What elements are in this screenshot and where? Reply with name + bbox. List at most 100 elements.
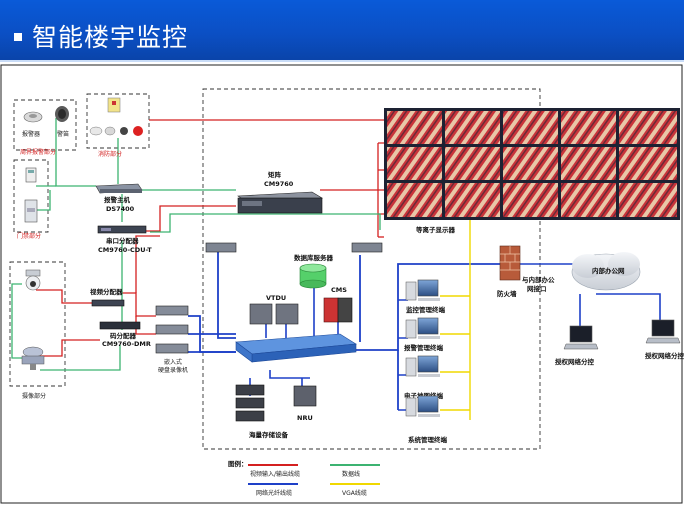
- alarm-section-label: 周界报警部分: [20, 148, 56, 156]
- video-splitter-device: [91, 299, 125, 307]
- ptz-camera-icon: [21, 346, 45, 370]
- title-rule: [0, 60, 684, 62]
- system-terminal-label: 系统管理终端: [408, 435, 448, 444]
- embedded-dvr-label-1: 嵌入式: [164, 358, 182, 366]
- serial-splitter-device: [97, 225, 147, 234]
- legend-item-data: 数据线: [342, 470, 360, 478]
- network-cable: [398, 299, 408, 411]
- alarm-terminal-label: 报警管理终端: [404, 343, 444, 352]
- cloud-icon: [571, 252, 641, 291]
- fire-section-label: 消防部分: [98, 150, 122, 158]
- legend-item-video: 视频输入/输出线缆: [250, 470, 300, 478]
- data-cable: [40, 345, 121, 371]
- storage-array: [235, 384, 265, 422]
- video-cable: [378, 142, 384, 215]
- siren-label: 警笛: [57, 130, 69, 138]
- decoder-device: [205, 242, 237, 253]
- dome-camera-icon: [25, 269, 41, 291]
- nru-label: NRU: [297, 414, 313, 422]
- data-cable: [11, 283, 22, 359]
- video-cable: [135, 235, 160, 293]
- legend-item-vga: VGA线缆: [342, 489, 367, 497]
- db-server-label: 数据库服务器: [294, 253, 334, 262]
- laptop-icon: [645, 319, 681, 344]
- group-boxes: [9, 88, 541, 450]
- legend: 图例： 视频输入/输出线缆 数据线 网络光纤线缆 VGA线缆: [228, 459, 380, 497]
- smoke-detector-icon: [89, 126, 116, 136]
- video-splitter-label: 视频分配器: [90, 287, 123, 296]
- office-link-label-1: 与内部办公: [522, 275, 555, 284]
- firewall-icon: [499, 245, 521, 281]
- internal-net-label: 内部办公网: [592, 266, 625, 275]
- matrix-device: [237, 191, 323, 214]
- video-cable: [142, 205, 236, 232]
- system-diagram: 报警器 警笛 周界报警部分 消防部分 门禁部分 报警主机 DS7400 串口分配…: [0, 64, 684, 504]
- alarm-detector-icon: [23, 111, 43, 123]
- legend-title: 图例：: [228, 459, 248, 468]
- video-cable: [36, 339, 100, 357]
- alarm-host-label: 报警主机: [104, 195, 131, 204]
- video-cable: [122, 292, 156, 317]
- serial-splitter-label: 串口分配器: [106, 236, 139, 245]
- code-splitter-model: CM9760-DMR: [102, 340, 151, 348]
- office-link-label-2: 网接口: [527, 284, 547, 293]
- storage-label: 海量存储设备: [249, 430, 289, 439]
- alarm-group-box: [13, 99, 77, 151]
- workstation-icon: [405, 355, 440, 377]
- cable-network: [11, 110, 661, 420]
- map-terminal-label: 电子地图终端: [404, 391, 444, 400]
- firewall-label: 防火墙: [497, 289, 517, 298]
- fire-panel-icon: [107, 97, 121, 113]
- door-lock-icon: [24, 199, 38, 223]
- outer-frame: [0, 64, 683, 504]
- display-wall-label: 等离子显示器: [415, 225, 456, 234]
- alarm-host-device: [95, 183, 143, 194]
- laptop-icon: [563, 325, 599, 350]
- display-wall: [384, 108, 680, 220]
- network-cable: [217, 252, 236, 339]
- core-group-box: [202, 88, 541, 450]
- cms-server: [323, 297, 353, 323]
- network-switch: [235, 333, 357, 363]
- title-banner: 智能楼宇监控: [0, 0, 684, 62]
- network-cable: [348, 263, 500, 351]
- code-splitter-label: 码分配器: [110, 331, 137, 340]
- data-cable: [55, 118, 96, 187]
- database-icon: [299, 263, 327, 289]
- fire-alarm-bell-icon: [120, 126, 143, 136]
- page-title: 智能楼宇监控: [32, 23, 189, 52]
- data-cable: [150, 213, 381, 233]
- video-cable: [36, 289, 92, 304]
- embedded-dvr-label-2: 硬盘录像机: [158, 366, 188, 374]
- network-cable: [520, 263, 661, 330]
- siren-icon: [55, 106, 69, 122]
- vga-cable: [440, 212, 471, 420]
- camera-section-label: 摄像部分: [22, 392, 46, 400]
- camera-group-box: [9, 261, 66, 387]
- workstation-icon: [405, 279, 440, 301]
- matrix-label: 矩阵: [267, 170, 282, 179]
- card-reader-icon: [25, 167, 37, 183]
- access-group-box: [13, 159, 49, 233]
- monitor-terminal-label: 监控管理终端: [406, 305, 446, 314]
- embedded-dvr-stack: [155, 305, 189, 354]
- code-splitter-device: [99, 321, 141, 330]
- auth-client-label-1: 授权网络分控: [555, 357, 595, 366]
- vtdu-server: [249, 303, 299, 325]
- matrix-model: CM9760: [264, 180, 294, 188]
- nru-server: [293, 385, 317, 407]
- alarm-host-model: DS7400: [106, 205, 135, 213]
- workstation-icon: [405, 317, 440, 339]
- vtdu-label: VTDU: [266, 294, 286, 302]
- cms-label: CMS: [331, 286, 347, 294]
- workstation-icon: [405, 395, 440, 417]
- access-section-label: 门禁部分: [17, 232, 41, 240]
- network-cable: [265, 288, 339, 338]
- decoder-device: [351, 242, 383, 253]
- serial-splitter-model: CM9760-CDU-T: [98, 246, 152, 254]
- legend-item-network: 网络光纤线缆: [256, 489, 292, 497]
- network-cable: [188, 315, 236, 353]
- data-cable: [36, 185, 56, 211]
- alarm-detector-label: 报警器: [22, 130, 40, 138]
- title-bullet: [14, 33, 22, 41]
